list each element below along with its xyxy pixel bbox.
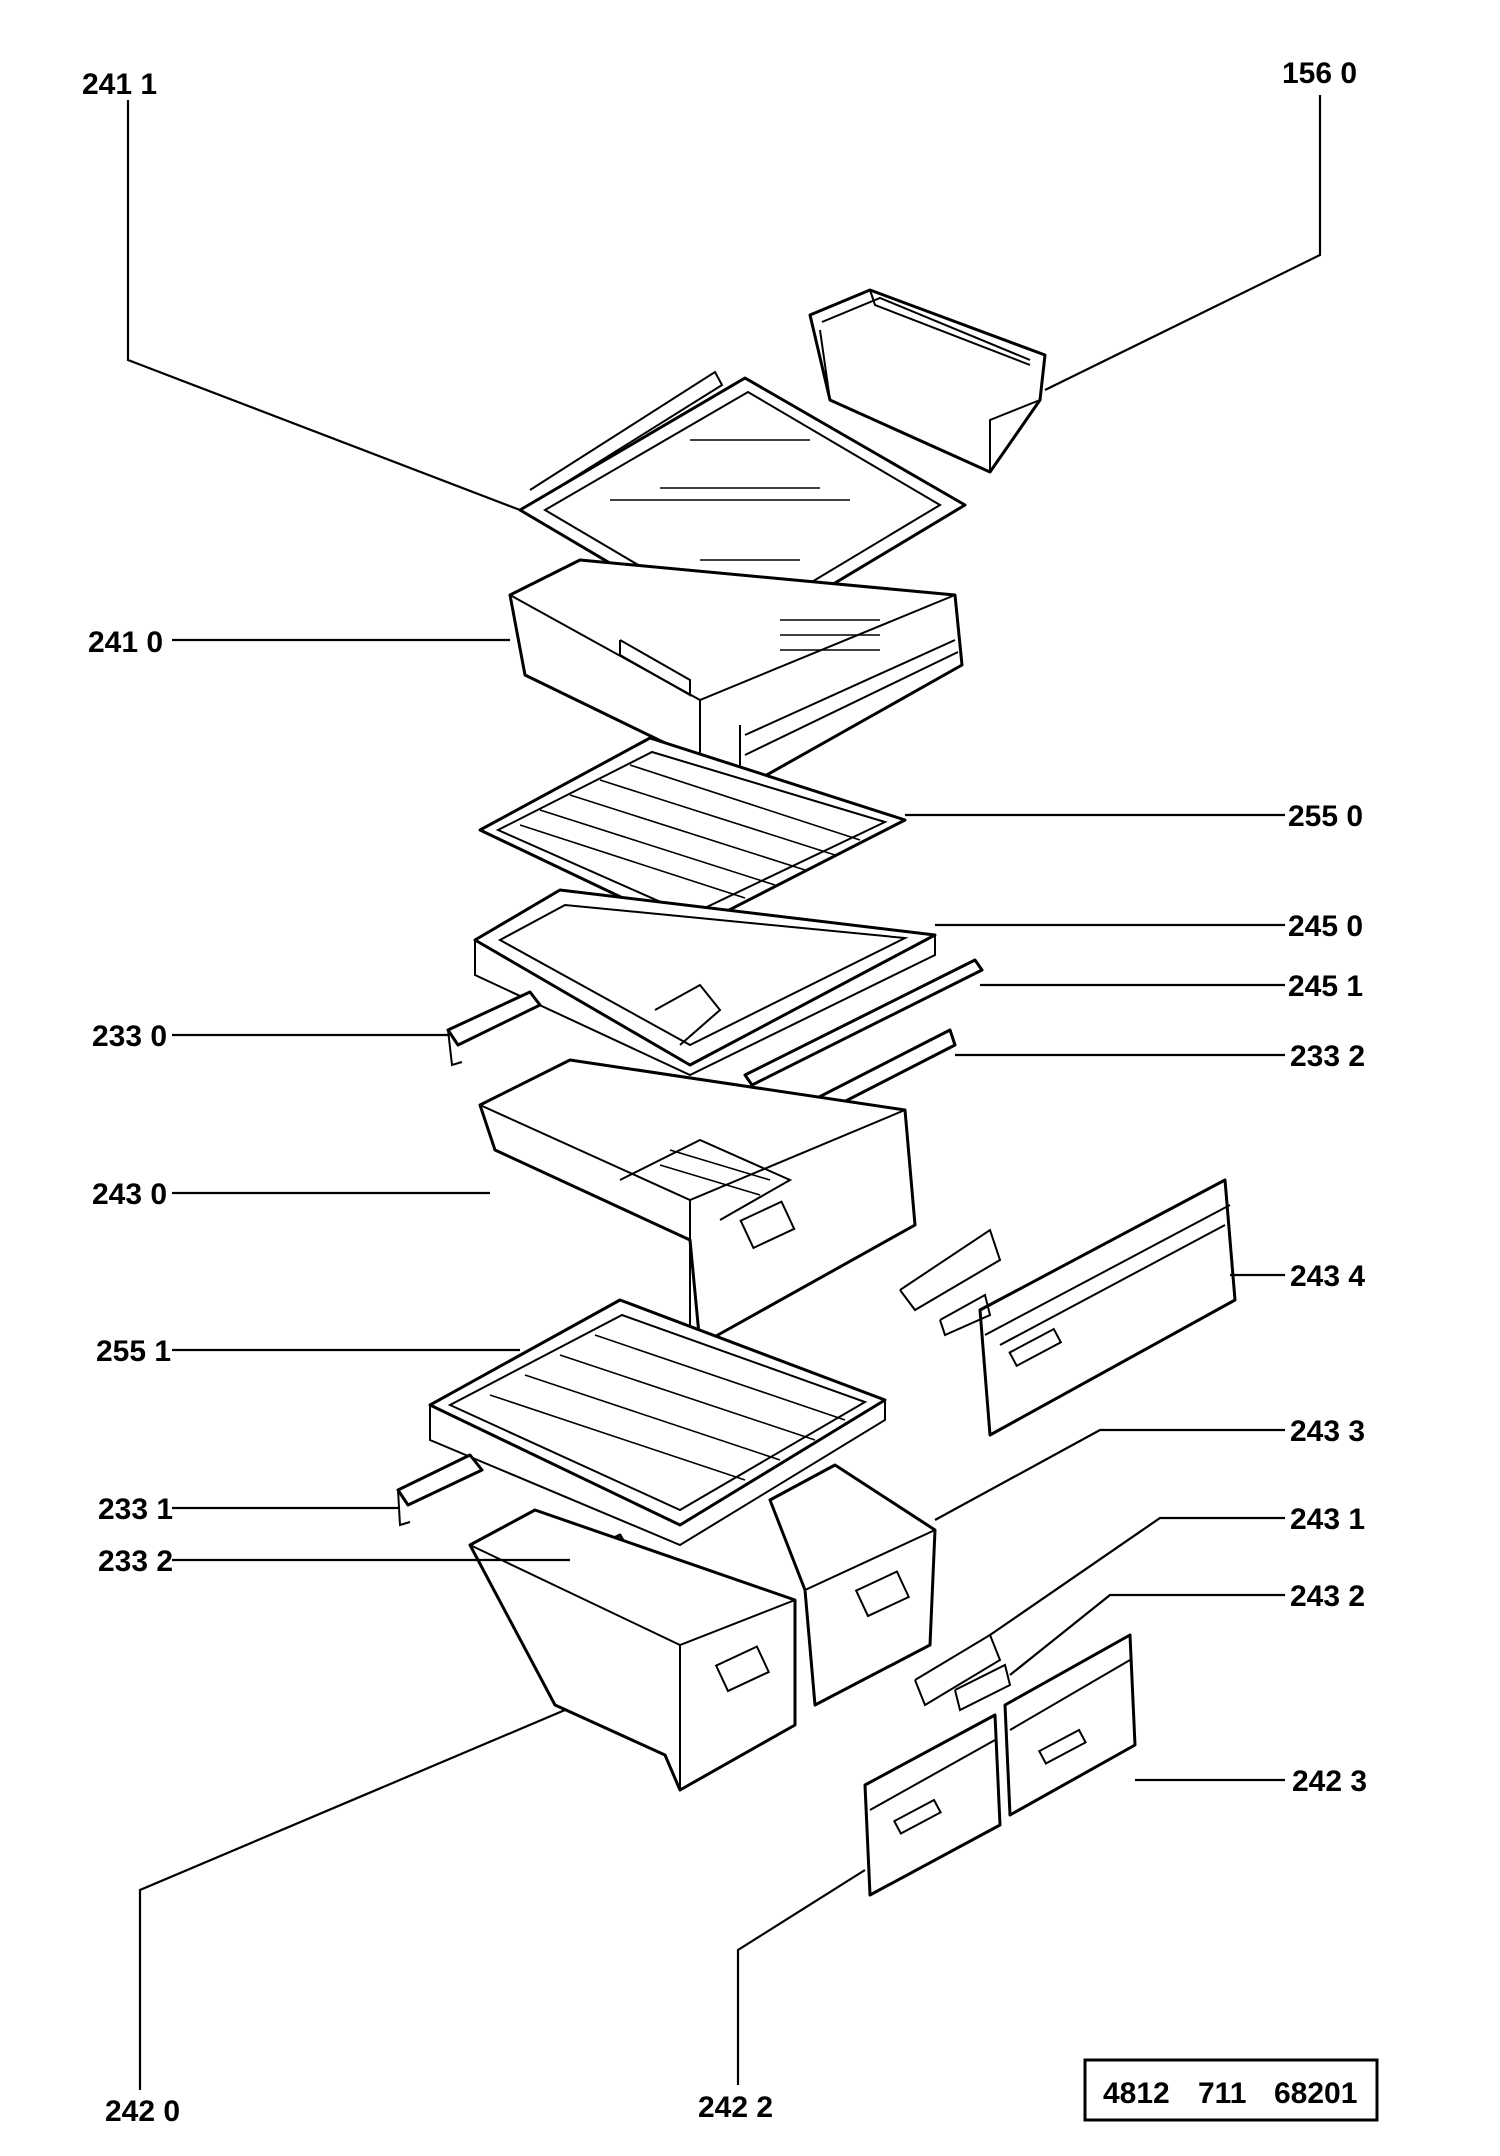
label-255-0: 255 0 (1288, 800, 1363, 833)
part-243-3-bin (768, 1463, 937, 1707)
part-255-0-grid-shelf (478, 736, 907, 932)
part-241-0-crisper-box (508, 558, 964, 792)
part-245-0-frame (473, 888, 937, 1077)
part-156-0-bin (808, 288, 1047, 474)
part-243-4-front-panel (899, 1178, 1237, 1437)
label-233-2-lower: 233 2 (98, 1545, 173, 1578)
label-242-3: 242 3 (1292, 1765, 1367, 1798)
reference-number-box: 4812 711 68201 (1083, 2058, 1379, 2122)
label-245-0: 245 0 (1288, 910, 1363, 943)
label-241-0: 241 0 (88, 626, 163, 659)
part-242-2-panel (863, 1713, 1002, 1897)
callout-labels: 241 1 156 0 241 0 255 0 245 0 245 1 233 … (82, 57, 1367, 2128)
ref-part-2: 711 (1198, 2077, 1246, 2110)
label-233-1: 233 1 (98, 1493, 173, 1526)
label-233-0: 233 0 (92, 1020, 167, 1053)
part-243-1-bracket (914, 1633, 1002, 1707)
ref-part-3: 68201 (1274, 2077, 1357, 2110)
part-243-0-drawer (478, 1058, 917, 1347)
label-233-2-upper: 233 2 (1290, 1040, 1365, 1073)
label-242-2: 242 2 (698, 2091, 773, 2124)
leader-lines (126, 95, 1322, 2090)
label-243-2: 243 2 (1290, 1580, 1365, 1613)
label-156-0: 156 0 (1282, 57, 1357, 90)
part-245-1-rail (743, 958, 984, 1087)
part-242-3-panel (1003, 1633, 1137, 1817)
label-243-4: 243 4 (1290, 1260, 1365, 1293)
part-233-0-rail (446, 990, 542, 1067)
label-241-1: 241 1 (82, 68, 157, 101)
label-243-1: 243 1 (1290, 1503, 1365, 1536)
label-245-1: 245 1 (1288, 970, 1363, 1003)
label-242-0: 242 0 (105, 2095, 180, 2128)
label-243-3: 243 3 (1290, 1415, 1365, 1448)
part-233-1-rail (396, 1453, 484, 1527)
part-242-0-bin (468, 1508, 797, 1792)
part-243-2-bracket (954, 1663, 1012, 1712)
part-255-1-grid-shelf (428, 1298, 887, 1547)
label-243-0: 243 0 (92, 1178, 167, 1211)
ref-part-1: 4812 (1103, 2077, 1170, 2110)
label-255-1: 255 1 (96, 1335, 171, 1368)
